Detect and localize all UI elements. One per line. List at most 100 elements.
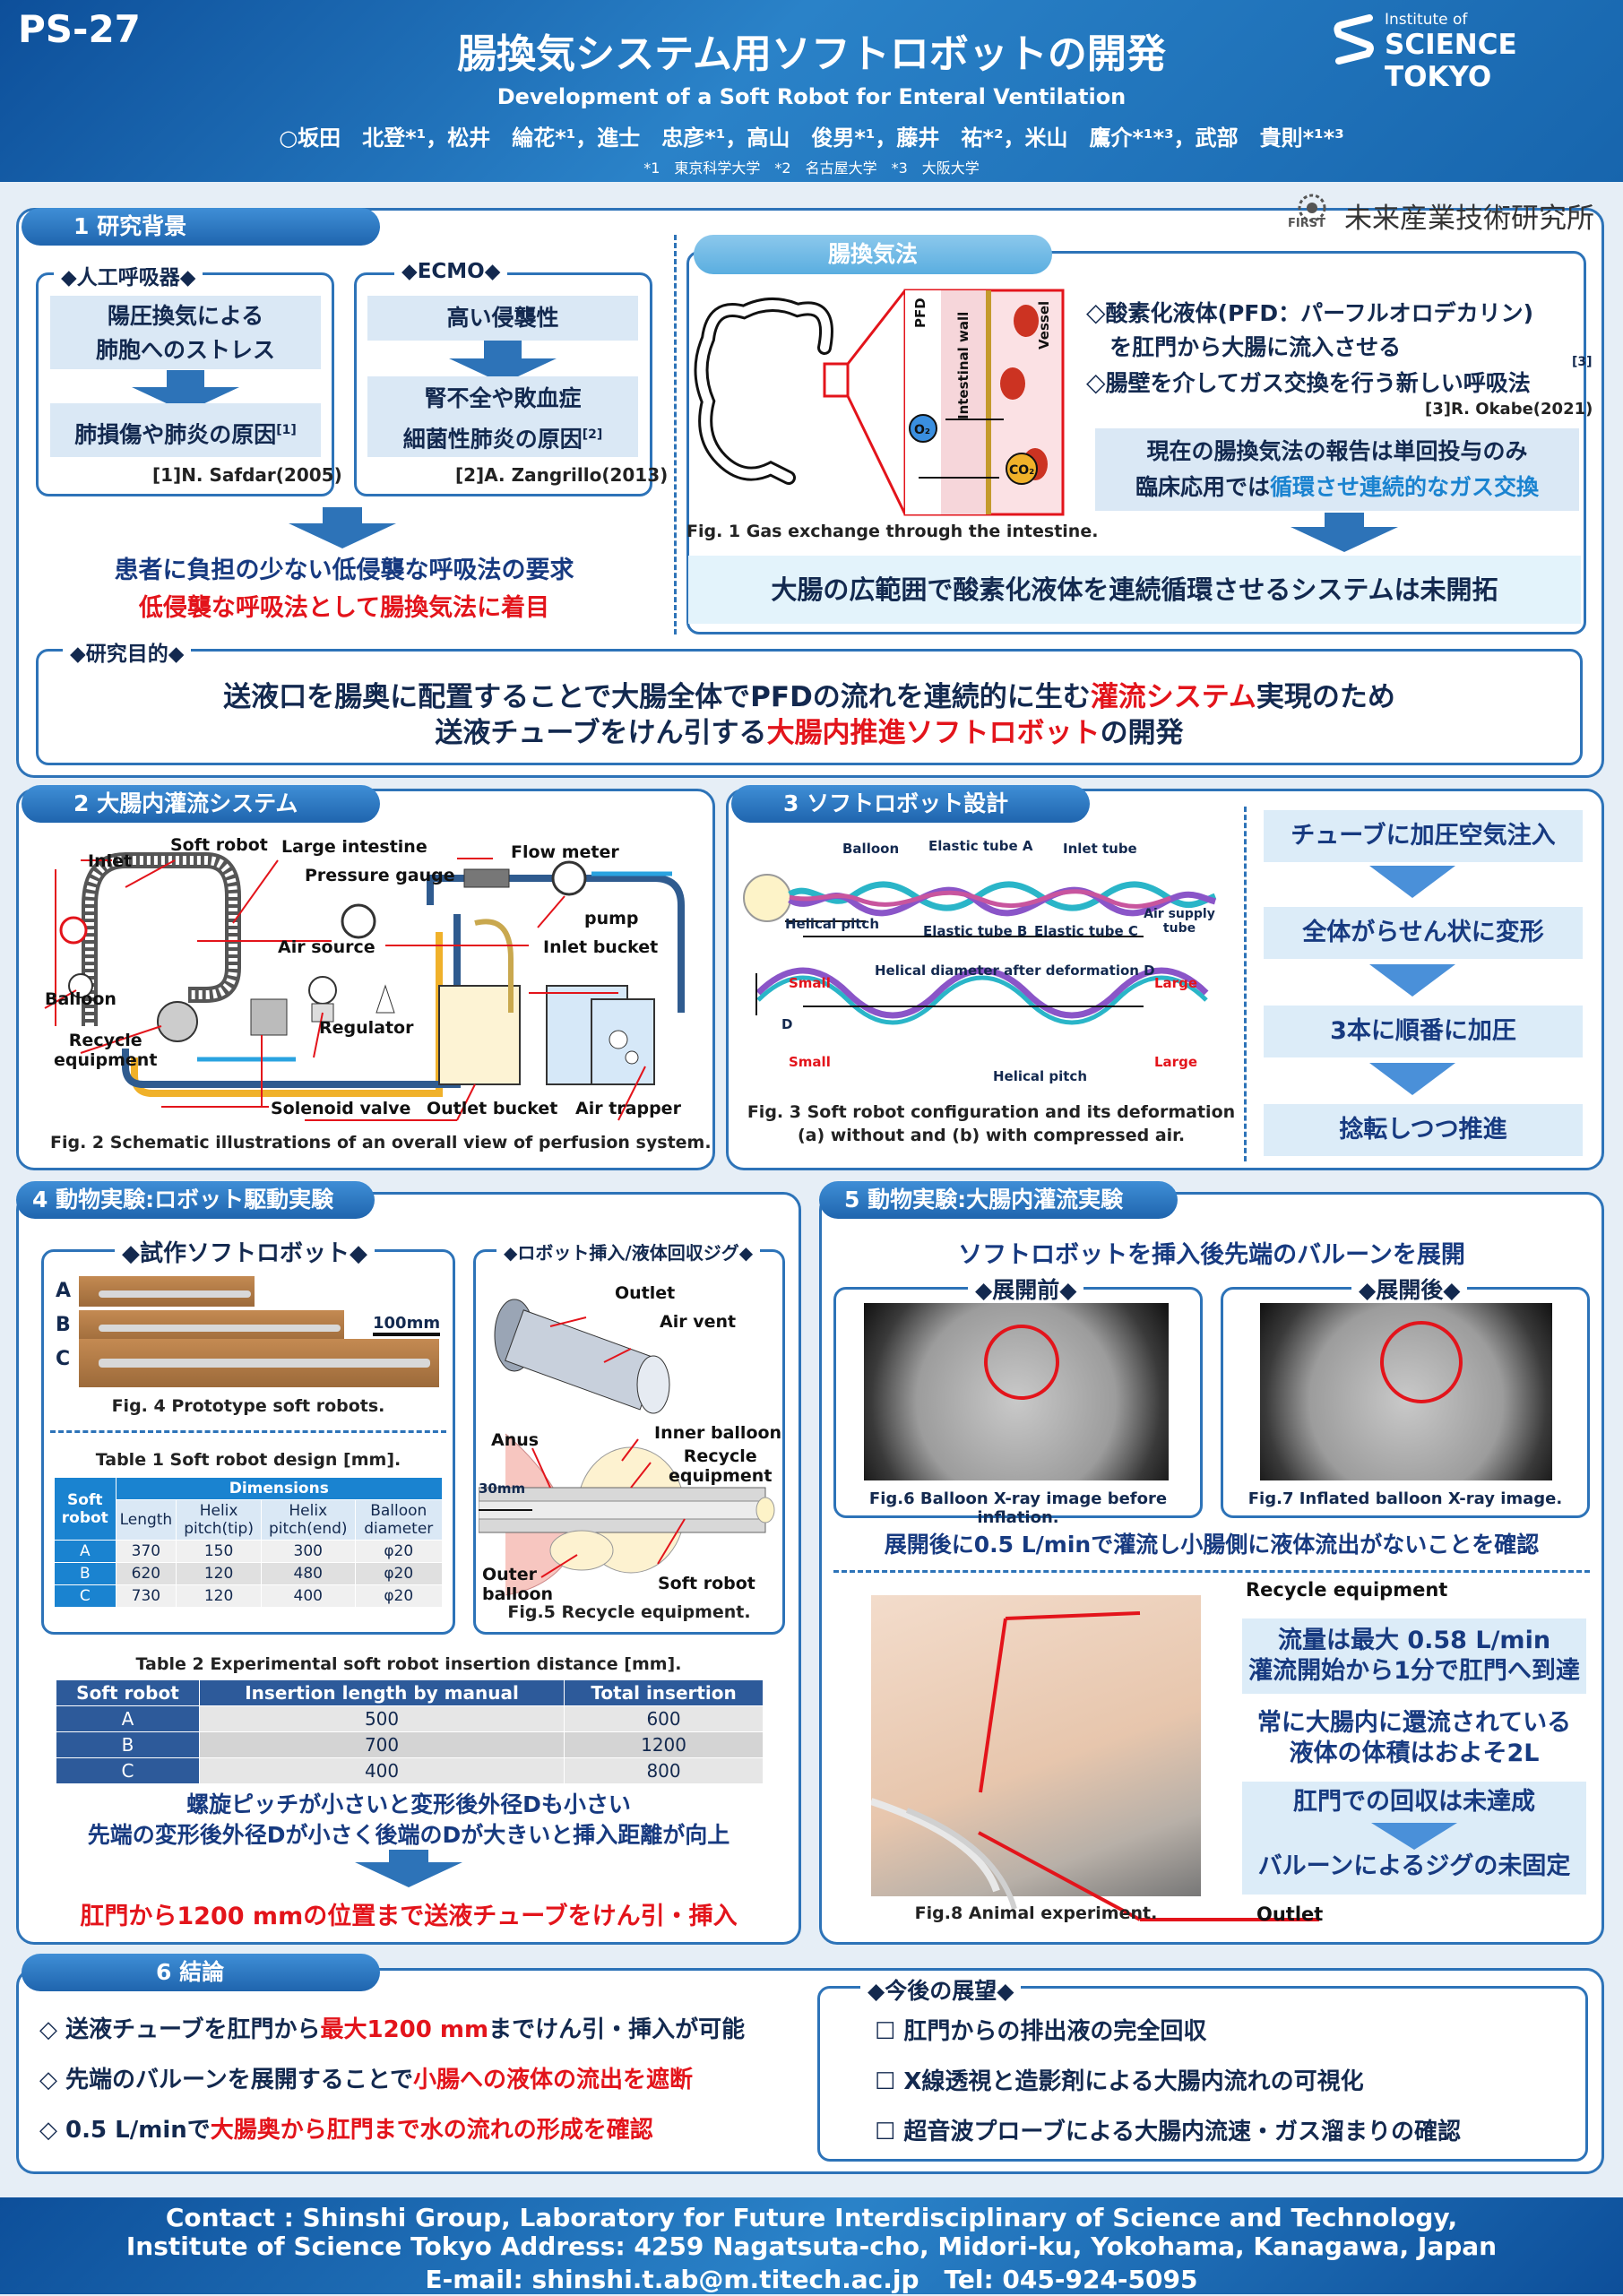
s3-label-helical-pitch: Helical pitch	[785, 916, 880, 932]
jig-label-recycle: Recycle equipment	[669, 1446, 773, 1486]
s2-label-large-intestine: Large intestine	[281, 837, 427, 857]
poster-code: PS-27	[18, 7, 141, 51]
s2-label-air-source: Air source	[278, 937, 376, 957]
checkbox-icon: ☐	[875, 2068, 904, 2095]
table1-cell: 620	[115, 1562, 177, 1585]
conclusion-1-red: 最大1200 mm	[320, 2016, 489, 2043]
s3-label-small2: Small	[789, 1054, 831, 1070]
eva-status-l2-pre: 臨床応用では	[1135, 474, 1270, 500]
diamond-icon: ◇	[39, 2117, 66, 2144]
ecmo-title-text: ECMO	[417, 260, 485, 283]
prototype-divider	[50, 1430, 446, 1433]
fig1-o2-label: O₂	[914, 423, 930, 437]
eva-status-box: 現在の腸換気法の報告は単回投与のみ臨床応用では循環させ連続的なガス交換	[1095, 428, 1579, 511]
purpose-line2: 送液チューブをけん引する大腸内推進ソフトロボットの開発	[36, 710, 1583, 750]
science-tokyo-logo-icon	[1334, 14, 1374, 65]
jig-title-text: ロボット挿入/液体回収ジグ	[517, 1242, 739, 1264]
ecmo-title: ◆ECMO◆	[394, 260, 508, 283]
logo-large-text: SCIENCE TOKYO	[1385, 29, 1517, 93]
checkbox-icon: ☐	[875, 2119, 904, 2145]
fig1-pfd-label: PFD	[912, 298, 928, 328]
before-title: ◆展開前◆	[968, 1273, 1084, 1305]
purpose-title-text: 研究目的	[85, 643, 168, 666]
s5-lead: ソフトロボットを挿入後先端のバルーンを展開	[958, 1241, 1465, 1269]
scale-bar: 100mm	[373, 1314, 441, 1336]
perfusion-system-figure	[44, 852, 685, 1121]
conclusion-2: ◇ 先端のバルーンを展開することで小腸への液体の流出を遮断	[39, 2061, 693, 2094]
section4-tab: 4 動物実験:ロボット駆動実験	[16, 1181, 375, 1219]
eva-bullet1-l2: を肛門から大腸に流入させる	[1109, 334, 1402, 360]
conclusion-1-post: までけん引・挿入が可能	[488, 2016, 746, 2043]
table1-cell: φ20	[354, 1562, 444, 1585]
section5-divider	[833, 1570, 1590, 1573]
future-title-text: 今後の展望	[885, 1978, 997, 2004]
s3-flow-arrow2-icon	[1369, 964, 1455, 997]
s3-flow-step4: 捻転しつつ推進	[1264, 1104, 1583, 1156]
s5-box2-l1: 常に大腸内に還流されている	[1256, 1709, 1572, 1737]
conclusion-1: ◇ 送液チューブを肛門から最大1200 mmまでけん引・挿入が可能	[39, 2011, 745, 2044]
need-text: 患者に負担の少ない低侵襲な呼吸法の要求	[114, 557, 574, 584]
s2-label-pump: pump	[584, 909, 639, 928]
ecmo-sup: [2]	[582, 427, 603, 442]
poster-subtitle: Development of a Soft Robot for Enteral …	[496, 84, 1127, 109]
future-box	[817, 1986, 1588, 2162]
footer-line3: E-mail: shinshi.t.ab@m.titech.ac.jp Tel:…	[425, 2265, 1198, 2294]
ventilator-ref: [1]N. Safdar(2005)	[152, 464, 342, 486]
need-arrow-shaft	[323, 507, 362, 523]
gas-exchange-figure: PFD Intestinal wall Vessel O₂ CO₂	[694, 289, 1065, 516]
table2-col-robot: Soft robot	[56, 1679, 200, 1706]
focus-text: 低侵襲な呼吸法として腸換気法に着目	[138, 594, 550, 622]
prototype-title: ◆試作ソフトロボット◆	[115, 1235, 376, 1268]
fig1-caption: Fig. 1 Gas exchange through the intestin…	[686, 522, 1099, 541]
s3-label-balloon: Balloon	[842, 841, 900, 857]
table1-col-pitch-end: Helix pitch(end)	[260, 1499, 356, 1541]
s2-label-outlet-bucket: Outlet bucket	[427, 1099, 558, 1118]
s5-label-outlet: Outlet	[1256, 1903, 1324, 1925]
ventilator-box1-l2: 肺胞へのストレス	[95, 337, 275, 363]
s5-confirm: 展開後に0.5 L/minで灌流し小腸側に液体流出がないことを確認	[884, 1532, 1540, 1558]
s3-label-tube-a: Elastic tube A	[928, 838, 1033, 854]
s2-label-soft-robot: Soft robot	[170, 835, 268, 855]
table1-head-dims: Dimensions	[115, 1477, 444, 1500]
jig-label-anus: Anus	[491, 1430, 540, 1450]
table2-cell: 800	[564, 1757, 764, 1784]
future-item-3-text: 超音波プローブによる大腸内流速・ガス溜まりの確認	[903, 2119, 1462, 2145]
s3-label-d: D	[781, 1016, 793, 1032]
header-banner	[0, 0, 1623, 182]
fig3-caption-1: Fig. 3 Soft robot configuration and its …	[747, 1102, 1236, 1122]
s5-box2-l2: 液体の体積はおよそ2L	[1289, 1739, 1540, 1767]
s2-label-solenoid: Solenoid valve	[271, 1099, 411, 1118]
animal-experiment-photo	[871, 1595, 1201, 1896]
purpose-l2-red: 大腸内推進ソフトロボット	[766, 717, 1101, 749]
future-item-2: ☐ X線透視と造影剤による大腸内流れの可視化	[875, 2063, 1364, 2096]
eva-sup: [3]	[1572, 355, 1593, 369]
eva-status-l1: 現在の腸換気法の報告は単回投与のみ	[1146, 438, 1528, 464]
future-item-1: ☐ 肛門からの排出液の完全回収	[875, 2013, 1206, 2046]
s3-label-small1: Small	[789, 975, 831, 991]
future-item-3: ☐ 超音波プローブによる大腸内流速・ガス溜まりの確認	[875, 2113, 1461, 2146]
ventilator-box2-text: 肺損傷や肺炎の原因	[74, 421, 277, 448]
table2-cell: 500	[198, 1705, 565, 1732]
recycle-equipment-figure	[479, 1299, 775, 1596]
table2-col-total: Total insertion	[564, 1679, 764, 1706]
table1-cell: 120	[176, 1562, 262, 1585]
s2-label-flow-meter: Flow meter	[511, 842, 619, 862]
eva-bullet2: ◇腸壁を介してガス交換を行う新しい呼吸法	[1086, 366, 1531, 398]
fig1-vessel-label: Vessel	[1036, 301, 1052, 350]
first-logo-icon	[1298, 194, 1326, 222]
table1-cell: 120	[176, 1584, 262, 1608]
proto-letter-a: A	[56, 1280, 72, 1302]
future-item-2-text: X線透視と造影剤による大腸内流れの可視化	[903, 2068, 1364, 2095]
purpose-l1-post: 実現のため	[1256, 681, 1395, 713]
conclusion-3-pre: 0.5 L/minで	[65, 2117, 211, 2144]
purpose-box	[36, 649, 1583, 765]
ecmo-box2: 腎不全や敗血症細菌性肺炎の原因[2]	[367, 376, 638, 457]
s2-label-balloon: Balloon	[45, 989, 117, 1009]
s5-box1-l2: 灌流開始から1分で肛門へ到達	[1248, 1657, 1580, 1685]
fig3-caption-2: (a) without and (b) with compressed air.	[797, 1126, 1186, 1145]
